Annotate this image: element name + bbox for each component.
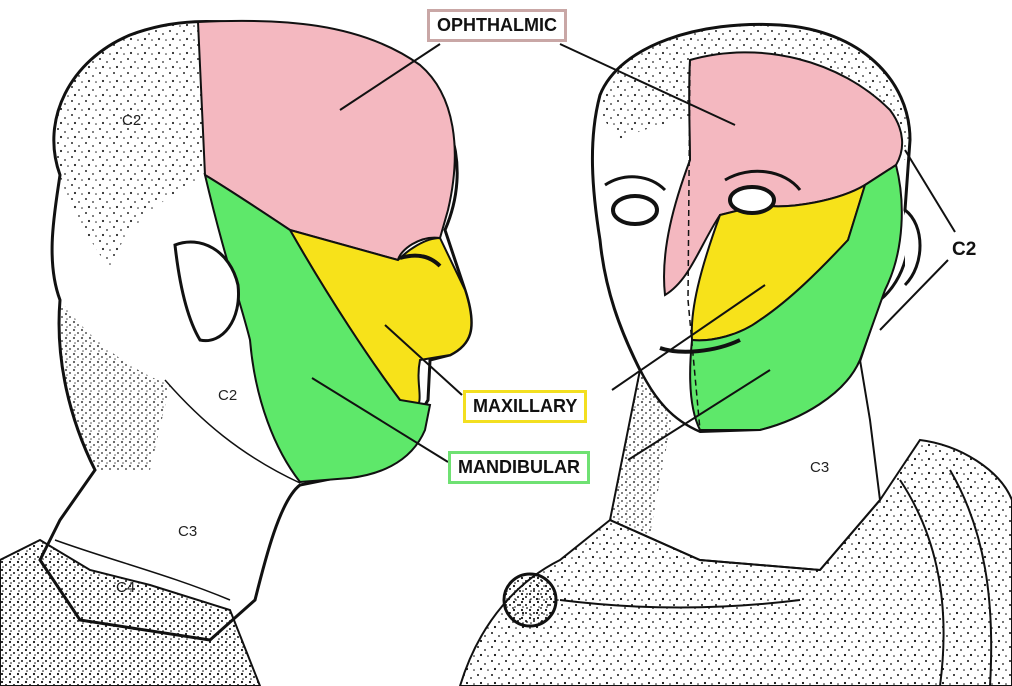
maxillary-label: MAXILLARY [463, 390, 587, 423]
right-eye-right [730, 187, 774, 213]
left-c2-top-label: C2 [122, 112, 141, 129]
right-c3-label: C3 [810, 459, 829, 476]
left-c4-label: C4 [116, 579, 135, 596]
right-brooch [504, 574, 556, 626]
left-head-profile [0, 21, 471, 686]
left-c2-neck-label: C2 [218, 387, 237, 404]
right-ear [905, 210, 920, 285]
right-eye-left [613, 196, 657, 224]
right-head-frontal [460, 24, 1012, 686]
mandibular-label: MANDIBULAR [448, 451, 590, 484]
ophthalmic-label: OPHTHALMIC [427, 9, 567, 42]
c2-label-right: C2 [952, 239, 976, 261]
left-c3-label: C3 [178, 523, 197, 540]
